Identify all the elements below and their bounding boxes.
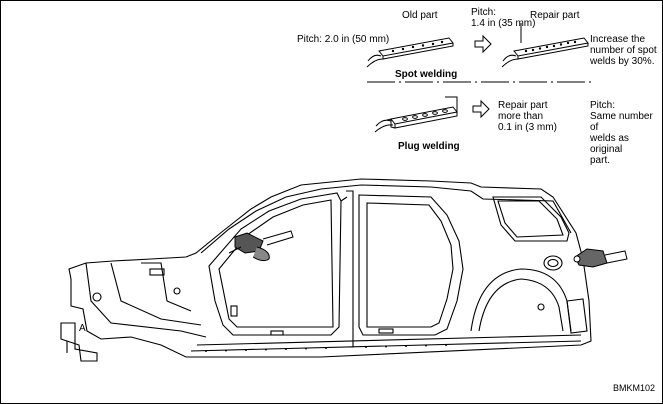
- new-pitch-heading: Pitch:: [471, 7, 497, 18]
- old-pitch-label: Pitch: 2.0 in (50 mm): [297, 34, 390, 45]
- repair-part-label: Repair part: [530, 10, 580, 21]
- figure-code: BMKM102: [613, 383, 656, 393]
- plug-weld-strip: [374, 96, 458, 133]
- old-part-label: Old part: [402, 10, 438, 21]
- new-pitch-value: 1.4 in (35 mm): [471, 18, 536, 29]
- plug-pitch-note: Pitch: Same number of welds as original …: [590, 100, 653, 166]
- vehicle-body-side: [60, 178, 592, 362]
- plug-welding-title: Plug welding: [398, 141, 460, 152]
- arrow-right-icon: [472, 99, 490, 119]
- arrow-right-icon: [474, 34, 492, 54]
- rear-welding-gun-icon: [573, 248, 628, 268]
- spot-weld-note: Increase the number of spot welds by 30%…: [590, 34, 657, 67]
- plug-repair-part-note: Repair part more than 0.1 in (3 mm): [498, 100, 557, 133]
- old-part-strip: [366, 37, 454, 68]
- sill-weld-marks: [205, 344, 447, 352]
- spot-welding-title: Spot welding: [395, 69, 458, 80]
- repair-part-strip: [501, 23, 589, 68]
- welding-gun-icon: [228, 230, 294, 262]
- callout-a-label: A: [79, 323, 86, 334]
